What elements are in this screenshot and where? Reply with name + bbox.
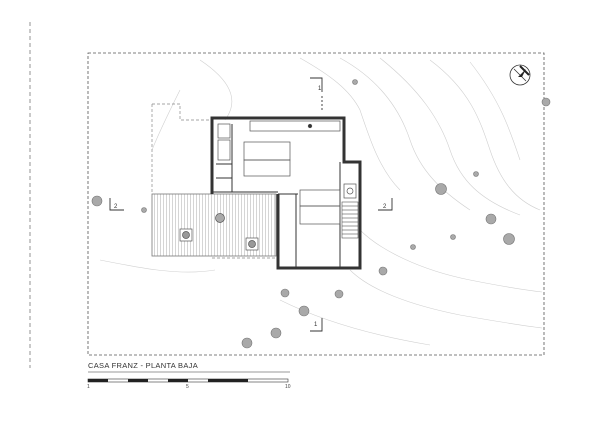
tree — [298, 305, 310, 317]
trees — [91, 79, 551, 349]
deck-planters — [179, 213, 259, 251]
tree — [280, 288, 290, 298]
tree — [352, 79, 358, 85]
scale-label-1: 1 — [87, 384, 90, 390]
section-label-1-top: 1 — [318, 86, 322, 92]
section-label-2-right: 2 — [383, 204, 387, 210]
section-mark-2-left — [109, 198, 124, 211]
tree — [410, 244, 416, 250]
section-mark-2-right — [378, 198, 393, 211]
dashed-upper-outline — [151, 103, 276, 259]
contour-lines — [99, 57, 543, 346]
tree — [141, 207, 147, 213]
north-arrow-icon — [509, 64, 531, 86]
interior-furniture — [217, 120, 357, 225]
tree — [334, 289, 344, 299]
stairs — [341, 201, 359, 239]
scale-label-10: 10 — [285, 384, 291, 390]
section-label-1-bottom: 1 — [314, 322, 318, 328]
section-label-2-left: 2 — [114, 204, 118, 210]
tree — [541, 97, 551, 107]
site-boundary — [87, 52, 545, 356]
section-mark-1-top — [310, 77, 323, 112]
tree — [435, 183, 447, 195]
tree — [473, 171, 479, 177]
tree — [241, 337, 253, 349]
house-walls — [210, 116, 362, 270]
drawing-title: CASA FRANZ - PLANTA BAJA — [88, 361, 199, 370]
tree — [270, 327, 282, 339]
scale-bar — [87, 378, 289, 383]
tree — [450, 234, 456, 240]
tree — [485, 213, 497, 225]
scale-label-5: 5 — [186, 384, 189, 390]
tree — [91, 195, 103, 207]
section-mark-1-bottom — [310, 318, 323, 332]
tree — [378, 266, 388, 276]
tree — [503, 233, 515, 245]
